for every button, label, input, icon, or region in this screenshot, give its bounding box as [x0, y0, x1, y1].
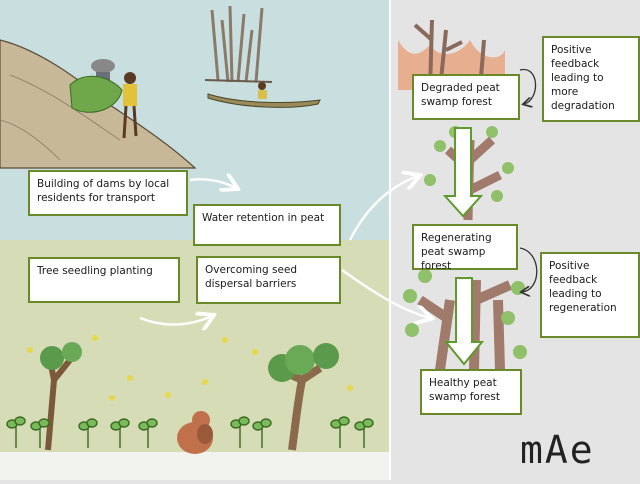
box-dams-text: Building of dams by local residents for …	[37, 178, 170, 204]
box-degraded-forest: Degraded peat swamp forest	[412, 74, 520, 120]
box-tree-text: Tree seedling planting	[37, 265, 153, 277]
ground-illustration	[40, 342, 339, 454]
box-tree-planting: Tree seedling planting	[28, 257, 180, 303]
seedlings	[6, 416, 374, 448]
box-regen-text: Regenerating peat swamp forest	[421, 232, 492, 272]
box-feedback-degradation: Positive feedback leading to more degrad…	[542, 36, 640, 122]
bottom-strip	[0, 452, 390, 480]
arrow-water-to-regen	[348, 176, 418, 241]
box-seed-text: Overcoming seed dispersal barriers	[205, 264, 298, 290]
people-illustration	[69, 59, 138, 139]
arrow-tree-to-seed	[139, 316, 212, 325]
box-degraded-text: Degraded peat swamp forest	[421, 82, 500, 108]
box-seed-dispersal: Overcoming seed dispersal barriers	[196, 256, 341, 304]
box-water-retention: Water retention in peat	[193, 204, 341, 246]
box-dams: Building of dams by local residents for …	[28, 170, 188, 216]
box-pos2-text: Positive feedback leading to regeneratio…	[549, 260, 617, 314]
dead-trees-illustration	[204, 5, 321, 108]
arrow-degraded-to-regen	[442, 127, 484, 218]
feedback-loop-arrow-top	[519, 69, 537, 104]
box-pos1-text: Positive feedback leading to more degrad…	[551, 44, 615, 112]
feedback-loop-arrow-bottom	[520, 247, 538, 292]
box-healthy-text: Healthy peat swamp forest	[429, 377, 500, 403]
box-water-text: Water retention in peat	[202, 212, 325, 224]
logo: mAe	[520, 428, 595, 472]
arrow-dams-to-water	[189, 179, 236, 188]
arrow-seed-to-regen	[341, 269, 430, 318]
box-feedback-regeneration: Positive feedback leading to regeneratio…	[540, 252, 640, 338]
box-healthy-forest: Healthy peat swamp forest	[420, 369, 522, 415]
box-regenerating-forest: Regenerating peat swamp forest	[412, 224, 518, 272]
seeds	[27, 335, 353, 401]
arrow-regen-to-healthy	[443, 277, 485, 366]
